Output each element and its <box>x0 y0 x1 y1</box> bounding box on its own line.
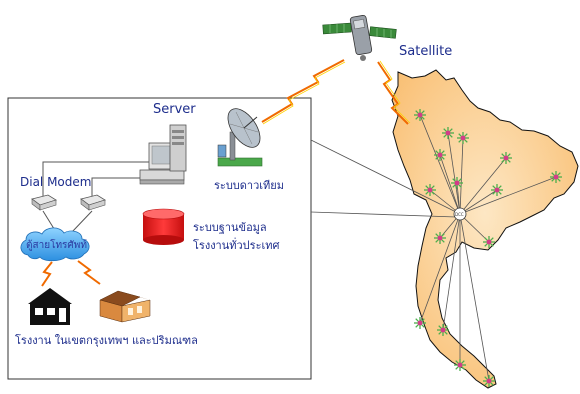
center-node <box>453 207 467 221</box>
internal-network-lines <box>42 161 149 233</box>
map-center-label: DCC <box>455 212 464 217</box>
thailand-map <box>391 69 579 389</box>
phone-cabinet-label: ตู้สายโทรศัพท์ <box>26 240 87 251</box>
box-to-map-connectors <box>310 139 457 218</box>
satellite-system-label: ระบบดาวเทียม <box>214 179 284 192</box>
dial-modem-label: Dial Modem <box>20 175 92 189</box>
database-icon <box>142 208 185 245</box>
factories-label: โรงงาน ในเขตกรุงเทพฯ และปริมณฑล <box>15 334 198 347</box>
database-label-line2: โรงงานทั่วประเทศ <box>193 239 280 252</box>
modem-icon <box>80 194 106 211</box>
factory-icon <box>28 288 72 325</box>
office-frame <box>7 97 312 380</box>
lightning-icon <box>77 260 101 285</box>
satellite-dish-icon <box>217 108 263 167</box>
server-label: Server <box>153 102 196 117</box>
lightning-icon <box>261 59 345 123</box>
satellite-label: Satellite <box>399 44 453 59</box>
server-computer-icon <box>139 124 187 185</box>
lightning-icon <box>41 261 53 287</box>
house-icon <box>99 290 151 323</box>
province-links <box>419 114 557 382</box>
satellite-icon <box>322 14 397 61</box>
database-label-line1: ระบบฐานข้อมูล <box>193 221 267 234</box>
lightning-icon <box>377 61 409 125</box>
phone-cloud-icon <box>20 227 90 262</box>
modem-icon <box>31 194 57 211</box>
